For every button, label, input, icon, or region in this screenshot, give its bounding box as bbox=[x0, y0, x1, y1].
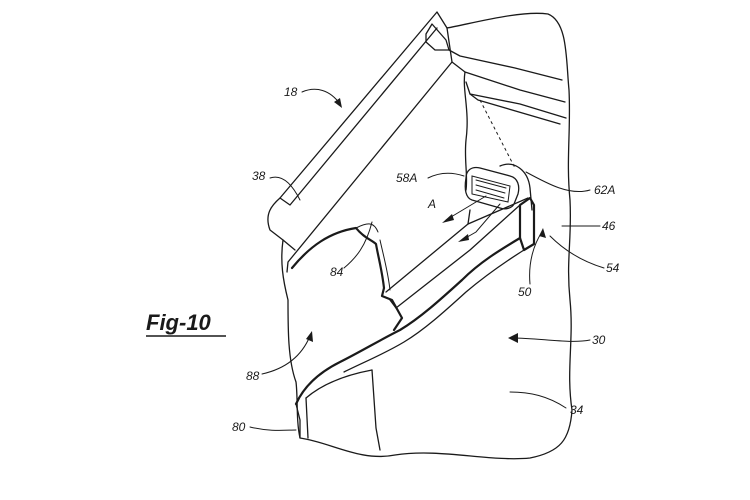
leader-54 bbox=[549, 235, 605, 269]
leader-62a bbox=[525, 171, 591, 193]
label-34: 34 bbox=[570, 403, 584, 417]
leader-50 bbox=[529, 231, 543, 285]
label-18: 18 bbox=[284, 85, 298, 99]
label-62a: 62A bbox=[594, 183, 615, 197]
latch-slot-1 bbox=[475, 179, 507, 189]
leader-18 bbox=[301, 88, 341, 105]
label-50: 50 bbox=[518, 285, 532, 299]
label-84: 84 bbox=[330, 265, 344, 279]
figure-title: Fig-10 bbox=[146, 310, 212, 335]
leader-80 bbox=[249, 426, 297, 431]
outer-housing-outline bbox=[267, 11, 573, 460]
trough-lip bbox=[294, 236, 522, 406]
base-80-top bbox=[305, 369, 373, 399]
tray-floor-front-edge bbox=[389, 204, 521, 309]
latch-inner-frame bbox=[471, 175, 511, 203]
panel-38-inner-edge bbox=[286, 27, 453, 273]
trough-inner bbox=[343, 249, 525, 373]
leader-88 bbox=[261, 335, 311, 375]
leader-30 bbox=[511, 337, 591, 342]
label-88: 88 bbox=[246, 369, 260, 383]
leader-88-head bbox=[306, 331, 313, 342]
leader-30-head bbox=[508, 333, 518, 343]
label-a: A bbox=[427, 197, 436, 211]
label-80: 80 bbox=[232, 420, 246, 434]
rail-step-lower bbox=[469, 93, 561, 125]
label-58a: 58A bbox=[396, 171, 417, 185]
flap-84-inner bbox=[379, 239, 391, 291]
flap-84-edge bbox=[290, 226, 404, 332]
latch-slot-2 bbox=[475, 184, 506, 194]
label-38: 38 bbox=[252, 169, 266, 183]
upper-rail-channel-inner bbox=[448, 49, 563, 81]
base-80-vertical bbox=[305, 397, 309, 439]
label-30: 30 bbox=[592, 333, 606, 347]
tray-rear-wall bbox=[467, 197, 529, 225]
latch-slot-3 bbox=[475, 189, 505, 199]
latch-housing-58a bbox=[464, 166, 520, 210]
leader-58a bbox=[427, 172, 465, 179]
direction-arrow-b-head bbox=[458, 234, 469, 242]
panel-38-lower-edge bbox=[282, 239, 296, 251]
leader-84 bbox=[343, 221, 373, 269]
base-80-front bbox=[295, 403, 301, 439]
leader-50-head bbox=[539, 228, 546, 238]
base-80-right-post bbox=[371, 369, 381, 451]
leader-18-head bbox=[334, 98, 342, 108]
tray-floor-back-edge bbox=[385, 209, 471, 293]
flap-84-top bbox=[355, 223, 379, 233]
hood-62a bbox=[499, 163, 533, 211]
hidden-line bbox=[479, 99, 516, 169]
label-54: 54 bbox=[606, 261, 620, 275]
panel-38-top-edge bbox=[279, 27, 438, 206]
rail-step bbox=[465, 81, 567, 119]
label-46: 46 bbox=[602, 219, 616, 233]
leader-34 bbox=[509, 391, 567, 409]
direction-arrow-a-head bbox=[442, 214, 454, 223]
leader-38 bbox=[269, 176, 301, 201]
upper-rail-channel bbox=[451, 61, 566, 103]
